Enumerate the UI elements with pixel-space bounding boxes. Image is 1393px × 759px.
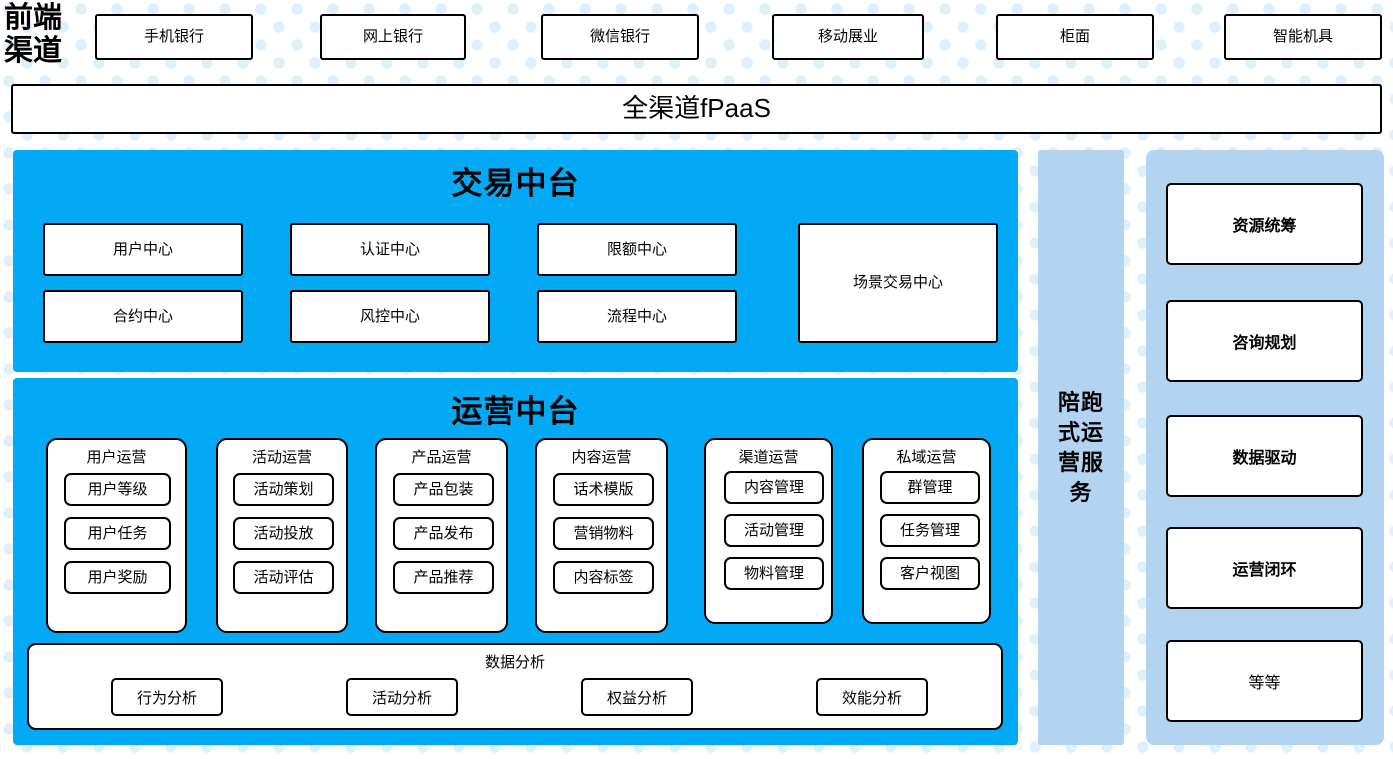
accompanying-service-column: 陪跑式运营服务 xyxy=(1038,150,1124,745)
ops-item[interactable]: 物料管理 xyxy=(724,557,824,590)
analysis-item-activity[interactable]: 活动分析 xyxy=(346,678,458,716)
ops-card-title: 私域运营 xyxy=(896,449,957,466)
capability-item-consulting-planning[interactable]: 咨询规划 xyxy=(1166,300,1363,382)
trade-center-panel: 交易中台 用户中心 认证中心 限额中心 合约中心 风控中心 流程中心 场景交易中… xyxy=(13,150,1018,372)
ops-item[interactable]: 用户任务 xyxy=(64,517,171,550)
ops-center-title: 运营中台 xyxy=(451,394,580,429)
fpaas-bar[interactable]: 全渠道fPaaS xyxy=(11,84,1382,134)
ops-item[interactable]: 产品包装 xyxy=(393,473,494,506)
ops-item[interactable]: 活动策划 xyxy=(233,473,334,506)
analysis-item-behavior[interactable]: 行为分析 xyxy=(111,678,223,716)
analysis-item-rights[interactable]: 权益分析 xyxy=(581,678,693,716)
trade-box-user-center[interactable]: 用户中心 xyxy=(43,223,243,276)
ops-item[interactable]: 内容管理 xyxy=(724,471,824,504)
ops-item[interactable]: 群管理 xyxy=(880,471,980,504)
data-analysis-card[interactable]: 数据分析 行为分析 活动分析 权益分析 效能分析 xyxy=(27,643,1003,730)
ops-item[interactable]: 活动管理 xyxy=(724,514,824,547)
analysis-item-efficiency[interactable]: 效能分析 xyxy=(816,678,928,716)
capability-item-resource-coordination[interactable]: 资源统筹 xyxy=(1166,183,1363,265)
ops-item[interactable]: 活动投放 xyxy=(233,517,334,550)
ops-card-title: 渠道运营 xyxy=(738,449,799,466)
ops-card-title: 用户运营 xyxy=(86,449,147,466)
ops-card-user-operations[interactable]: 用户运营 用户等级 用户任务 用户奖励 xyxy=(46,438,187,633)
trade-box-process-center[interactable]: 流程中心 xyxy=(537,290,737,343)
ops-item[interactable]: 任务管理 xyxy=(880,514,980,547)
ops-card-content-operations[interactable]: 内容运营 话术模版 营销物料 内容标签 xyxy=(535,438,668,633)
channel-box-smart-device[interactable]: 智能机具 xyxy=(1224,14,1382,60)
ops-card-product-operations[interactable]: 产品运营 产品包装 产品发布 产品推荐 xyxy=(375,438,508,633)
channel-box-counter[interactable]: 柜面 xyxy=(996,14,1154,60)
trade-box-auth-center[interactable]: 认证中心 xyxy=(290,223,490,276)
ops-card-title: 产品运营 xyxy=(411,449,472,466)
ops-item[interactable]: 用户等级 xyxy=(64,473,171,506)
capability-item-data-driven[interactable]: 数据驱动 xyxy=(1166,415,1363,497)
ops-item[interactable]: 产品发布 xyxy=(393,517,494,550)
ops-item[interactable]: 用户奖励 xyxy=(64,561,171,594)
capability-column: 资源统筹 咨询规划 数据驱动 运营闭环 等等 xyxy=(1146,150,1384,745)
ops-card-title: 内容运营 xyxy=(571,449,632,466)
trade-center-title: 交易中台 xyxy=(451,166,580,201)
trade-box-scenario-center[interactable]: 场景交易中心 xyxy=(798,223,998,343)
trade-box-contract-center[interactable]: 合约中心 xyxy=(43,290,243,343)
ops-item[interactable]: 客户视图 xyxy=(880,557,980,590)
trade-box-limit-center[interactable]: 限额中心 xyxy=(537,223,737,276)
ops-card-title: 活动运营 xyxy=(251,449,312,466)
capability-item-etc[interactable]: 等等 xyxy=(1166,640,1363,722)
accompanying-service-label: 陪跑式运营服务 xyxy=(1057,389,1104,505)
ops-item[interactable]: 内容标签 xyxy=(553,561,654,594)
data-analysis-title: 数据分析 xyxy=(484,654,545,671)
ops-card-activity-operations[interactable]: 活动运营 活动策划 活动投放 活动评估 xyxy=(216,438,348,633)
trade-box-risk-center[interactable]: 风控中心 xyxy=(290,290,490,343)
ops-item[interactable]: 营销物料 xyxy=(553,517,654,550)
ops-card-private-domain-operations[interactable]: 私域运营 群管理 任务管理 客户视图 xyxy=(862,438,991,624)
ops-card-channel-operations[interactable]: 渠道运营 内容管理 活动管理 物料管理 xyxy=(704,438,833,624)
ops-item[interactable]: 活动评估 xyxy=(233,561,334,594)
ops-item[interactable]: 产品推荐 xyxy=(393,561,494,594)
channel-box-online-bank[interactable]: 网上银行 xyxy=(320,14,466,60)
channel-box-mobile-biz[interactable]: 移动展业 xyxy=(772,14,924,60)
channel-box-wechat-bank[interactable]: 微信银行 xyxy=(541,14,699,60)
channel-box-mobile-bank[interactable]: 手机银行 xyxy=(95,14,253,60)
ops-item[interactable]: 话术模版 xyxy=(553,473,654,506)
front-channel-label: 前端渠道 xyxy=(4,2,63,67)
capability-item-operation-closed-loop[interactable]: 运营闭环 xyxy=(1166,527,1363,609)
